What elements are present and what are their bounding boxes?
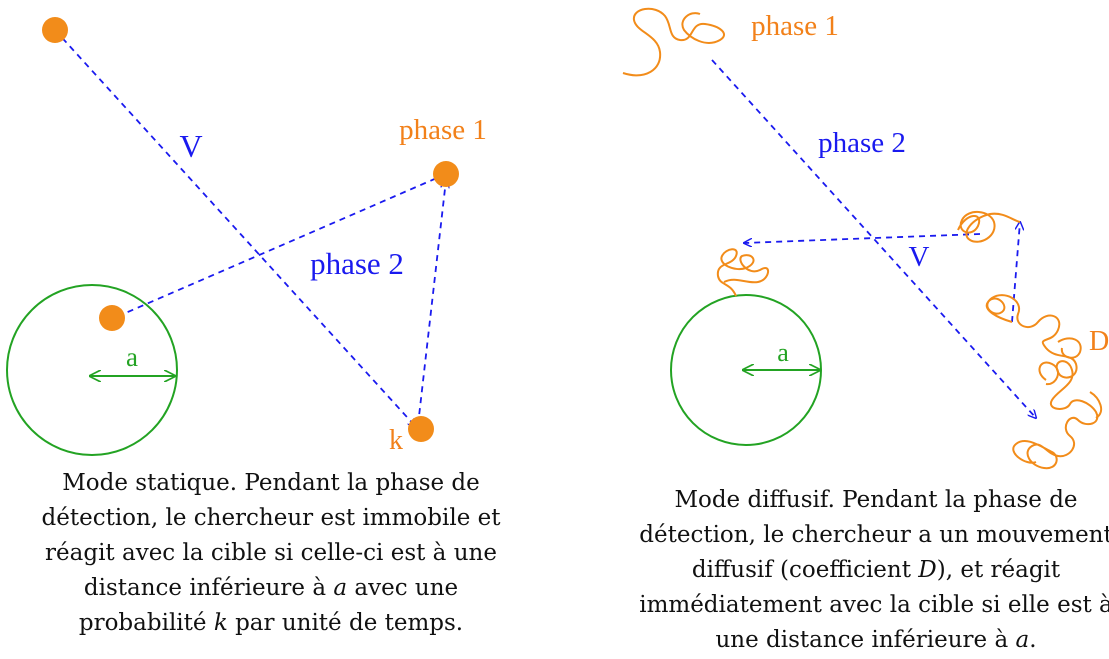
right-caption-line-3: diffusif (coefficient D), et réagit: [576, 553, 1109, 588]
left-circle-dot: [99, 305, 125, 331]
left-caption-line-5-post: par unité de temps.: [227, 610, 464, 636]
left-phase1-label: phase 1: [399, 114, 487, 146]
right-trajectory-v-arrow: [711, 59, 1036, 418]
right-arrow-to-circle: [744, 233, 981, 243]
left-caption-line-3: réagit avec la cible si celle-ci est à u…: [45, 540, 497, 566]
right-caption-line-5: une distance inférieure à a.: [576, 623, 1109, 658]
left-target-circle: [6, 284, 178, 456]
right-caption-line-4: immédiatement avec la cible si elle est …: [639, 592, 1109, 618]
right-caption-line-5-math: a: [1015, 627, 1030, 653]
right-radius-label: a: [777, 338, 789, 367]
left-caption-line-5-math: k: [213, 610, 228, 636]
right-phase1-label: phase 1: [751, 10, 839, 42]
right-diffusion-squiggle-D-extra: [1038, 337, 1103, 419]
right-diffusion-squiggle-phase1: [622, 7, 725, 77]
right-arrow-up: [1011, 222, 1020, 323]
left-phase2-label: phase 2: [310, 246, 404, 281]
left-k-label: k: [389, 425, 403, 456]
right-caption-line-3-post: ), et réagit: [936, 557, 1061, 583]
left-arrow-to-phase1: [417, 180, 446, 426]
left-caption-line-4-post: avec une: [347, 575, 459, 601]
right-phase2-label: phase 2: [818, 127, 906, 159]
left-radius-label: a: [126, 342, 138, 372]
right-diffusion-squiggle-mid: [957, 211, 1021, 243]
right-panel: a phase 1 phase 2 V D: [622, 7, 1109, 470]
left-v-label: V: [179, 128, 202, 164]
left-trajectory-v-arrow: [54, 29, 416, 427]
left-caption-line-4-math: a: [333, 575, 348, 601]
left-caption-line-2: détection, le chercheur est immobile et: [41, 505, 501, 531]
left-caption-line-5-pre: probabilité: [78, 610, 214, 636]
left-panel: a V phase 1 phase 2 k: [6, 17, 487, 456]
left-arrow-to-circle: [114, 173, 447, 318]
right-caption-line-1: Mode diffusif. Pendant la phase de: [674, 487, 1078, 513]
right-diffusion-squiggle-D: [985, 294, 1099, 470]
right-caption-line-2: détection, le chercheur a un mouvement: [639, 522, 1109, 548]
right-caption-line-3-pre: diffusif (coefficient: [691, 557, 919, 583]
right-diffusion-squiggle-left: [716, 248, 769, 297]
right-caption: Mode diffusif. Pendant la phase de détec…: [576, 483, 1109, 658]
left-caption-line-4: distance inférieure à a avec une: [0, 571, 542, 606]
left-start-dot: [42, 17, 68, 43]
right-d-label: D: [1089, 326, 1109, 357]
left-phase1-dot: [433, 161, 459, 187]
right-caption-line-3-math: D: [918, 557, 937, 583]
right-v-label: V: [909, 241, 930, 273]
left-caption-line-5: probabilité k par unité de temps.: [0, 606, 542, 641]
left-caption-line-1: Mode statique. Pendant la phase de: [62, 470, 480, 496]
left-caption: Mode statique. Pendant la phase de détec…: [0, 466, 542, 641]
right-caption-line-5-pre: une distance inférieure à: [715, 627, 1016, 653]
right-caption-line-5-post: .: [1029, 627, 1037, 653]
left-caption-line-4-pre: distance inférieure à: [83, 575, 334, 601]
left-k-dot: [408, 416, 434, 442]
